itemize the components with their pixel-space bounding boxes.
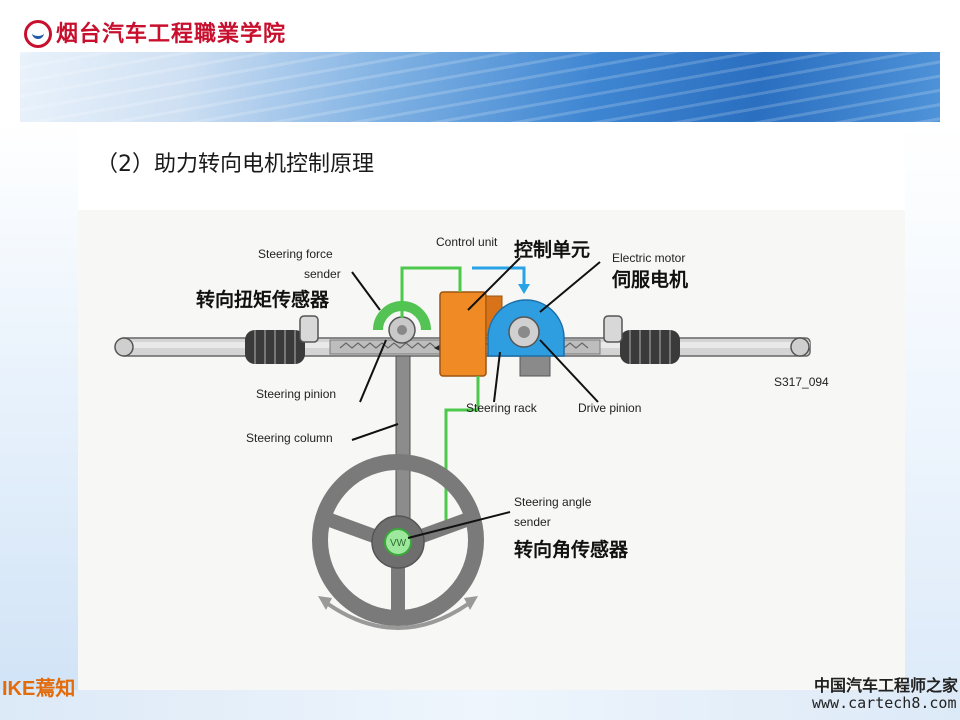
label-steering-force-sender-2: sender [304,267,341,281]
steering-wheel-icon: VW [312,454,484,626]
label-control-unit: Control unit [436,235,498,249]
control-unit-block [439,291,551,377]
label-steering-angle-sender-2: sender [514,515,551,529]
label-steering-pinion: Steering pinion [256,387,336,401]
label-electric-motor: Electric motor [612,251,685,265]
steering-column-shaft [395,355,411,525]
diagram-background [78,210,905,690]
leader-lines [351,257,601,539]
steering-angle-sensor-icon [384,528,412,556]
label-steering-angle-sender-1: Steering angle [514,495,592,509]
label-steering-rack: Steering rack [466,401,538,415]
header-banner [20,52,940,122]
svg-text:VW: VW [390,538,407,549]
label-servo-motor-cn: 伺服电机 [611,268,688,291]
school-name: 烟台汽车工程職業学院 [56,21,287,47]
label-steering-force-sender-1: Steering force [258,247,333,261]
left-background-strip [0,122,78,720]
left-mount-icon [299,315,319,343]
right-background-strip [905,122,960,720]
right-mount-icon [603,315,623,343]
label-drive-pinion: Drive pinion [578,401,641,415]
watermark-line-1: 中国汽车工程师之家 [814,676,959,695]
left-boot-icon [245,330,305,364]
watermark-line-2: www.cartech8.com [812,694,957,712]
label-angle-sensor-cn: 转向角传感器 [514,538,629,561]
label-control-unit-cn: 控制单元 [514,238,590,261]
label-steering-column: Steering column [246,431,333,445]
ike-brand-logo: IKE蔫知 [2,678,76,700]
label-torque-sensor-cn: 转向扭矩传感器 [196,288,330,311]
electric-motor [487,299,565,357]
right-boot-icon [620,330,680,364]
section-title: （2）助力转向电机控制原理 [96,152,374,177]
bottom-background-strip [0,690,960,720]
school-logo-icon [24,20,52,48]
wheel-rotation-arrow-icon [318,596,478,630]
diagram-code: S317_094 [774,375,829,389]
